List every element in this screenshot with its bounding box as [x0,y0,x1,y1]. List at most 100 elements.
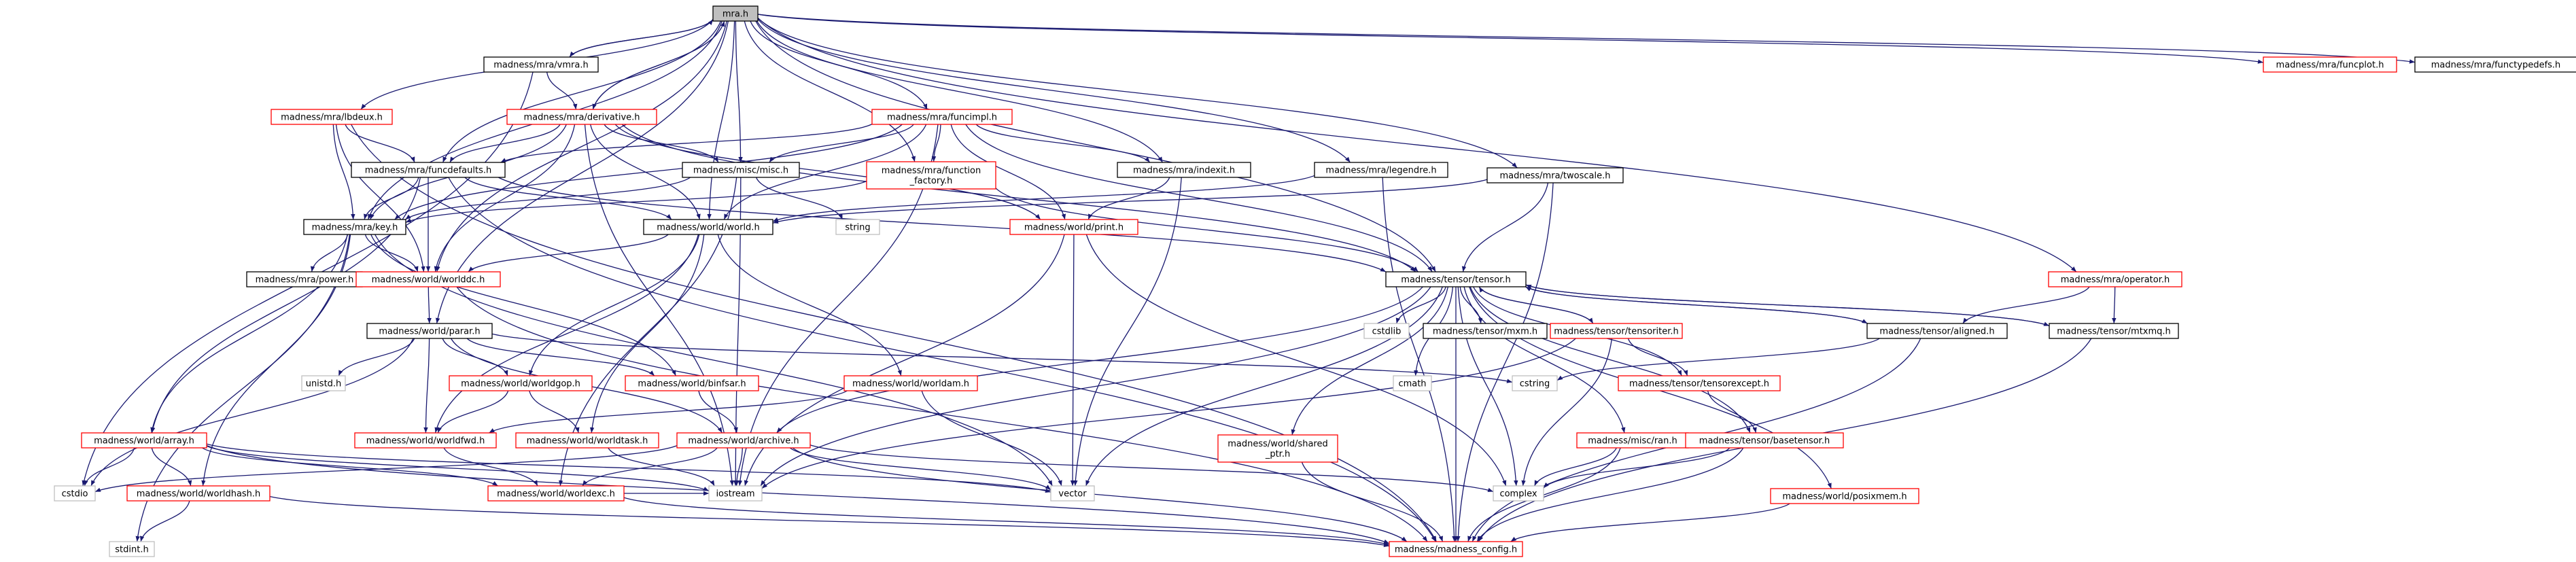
edge-archive-to-vector [789,447,1051,491]
node-complex: complex [1493,485,1544,502]
node-config[interactable]: madness/madness_config.h [1389,541,1523,557]
node-derivative-label: madness/mra/derivative.h [523,113,640,123]
edge-key-to-array [150,234,348,434]
node-basetensor-label: madness/tensor/basetensor.h [1699,436,1830,446]
node-twoscale-box [1486,167,1624,183]
node-worldam[interactable]: madness/world/worldam.h [843,375,978,391]
node-unistd-box [301,375,346,391]
node-aligned[interactable]: madness/tensor/aligned.h [1866,323,2008,339]
node-operator[interactable]: madness/mra/operator.h [2048,271,2182,287]
edge-posixmem-to-config [1510,503,1790,542]
node-functypedefs[interactable]: madness/mra/functypedefs.h [2414,56,2576,73]
node-tensoriter-box [1550,323,1683,339]
node-parar[interactable]: madness/world/parar.h [366,323,493,339]
edge-world-to-worlddc [468,234,669,273]
node-mra-label: mra.h [723,10,748,20]
node-miscmisc[interactable]: madness/misc/misc.h [682,162,800,178]
node-worldexc[interactable]: madness/world/worldexc.h [487,485,625,502]
node-twoscale[interactable]: madness/mra/twoscale.h [1486,167,1624,183]
node-sharedptr[interactable]: madness/world/shared_ptr.h [1217,434,1338,463]
node-stdint-label: stdint.h [115,545,148,555]
node-key[interactable]: madness/mra/key.h [303,219,406,235]
node-string: string [835,219,880,235]
node-tensorexcept[interactable]: madness/tensor/tensorexcept.h [1618,375,1781,391]
node-print[interactable]: madness/world/print.h [1009,219,1138,235]
node-iostream-label: iostream [716,489,754,499]
node-worldfwd[interactable]: madness/world/worldfwd.h [354,432,497,449]
edge-mra-to-world [707,20,735,220]
edge-aligned-to-cstring [1556,338,1880,381]
edge-tensor-to-ran [1463,286,1626,434]
node-lbdeux-box [271,109,393,125]
node-posixmem[interactable]: madness/world/posixmem.h [1770,488,1919,504]
node-functypedefs-label: madness/mra/functypedefs.h [2431,60,2561,71]
edge-lbdeux-to-worlddc [335,124,425,273]
node-mxm[interactable]: madness/tensor/mxm.h [1423,323,1548,339]
node-derivative[interactable]: madness/mra/derivative.h [506,109,657,125]
node-cmath-box [1393,375,1432,391]
node-cstdio-box [54,485,96,502]
node-array-box [81,432,207,449]
node-mtxmq[interactable]: madness/tensor/mtxmq.h [2049,323,2179,339]
node-worlddc[interactable]: madness/world/worlddc.h [355,271,501,287]
edge-archive-to-cstdio [94,445,678,493]
node-tensor-label: madness/tensor/tensor.h [1401,275,1510,285]
edge-tensor-to-sharedptr [1291,286,1449,436]
edge-ran-to-complex [1534,447,1617,487]
node-lbdeux[interactable]: madness/mra/lbdeux.h [271,109,393,125]
node-array[interactable]: madness/world/array.h [81,432,207,449]
node-legendre[interactable]: madness/mra/legendre.h [1314,162,1448,178]
node-funcfactory[interactable]: madness/mra/function_factory.h [866,161,996,190]
node-sharedptr-label-1: _ptr.h [1265,449,1290,459]
node-tensoriter[interactable]: madness/tensor/tensoriter.h [1550,323,1683,339]
node-array-label: madness/world/array.h [94,436,194,446]
edge-key-to-stdint [135,234,351,542]
node-worldtask[interactable]: madness/world/worldtask.h [515,432,659,449]
node-worldhash[interactable]: madness/world/worldhash.h [126,485,271,502]
node-indexit[interactable]: madness/mra/indexit.h [1117,162,1251,178]
node-funcimpl[interactable]: madness/mra/funcimpl.h [871,109,1013,125]
edge-mra-to-indexit [756,20,1163,163]
node-miscmisc-label: madness/misc/misc.h [693,166,788,176]
node-mxm-box [1423,323,1548,339]
node-cstring-box [1512,375,1558,391]
edge-parar-to-cstdio [90,338,414,487]
edge-funcimpl-to-key [394,124,903,220]
node-power[interactable]: madness/mra/power.h [246,271,363,287]
node-basetensor[interactable]: madness/tensor/basetensor.h [1685,432,1844,449]
node-worldgop[interactable]: madness/world/worldgop.h [449,375,593,391]
node-funcdefaults[interactable]: madness/mra/funcdefaults.h [351,162,506,178]
edge-funcfactory-to-tensor [995,188,1418,273]
node-mxm-label: madness/tensor/mxm.h [1433,327,1537,337]
node-world-label: madness/world/world.h [657,223,759,233]
node-basetensor-box [1685,432,1844,449]
node-config-box [1389,541,1523,557]
node-worldexc-label: madness/world/worldexc.h [497,489,615,499]
node-mra[interactable]: mra.h [712,5,759,22]
edge-worldhash-to-config [269,496,1390,548]
node-vmra[interactable]: madness/mra/vmra.h [483,56,599,73]
edge-archive-to-iostream [734,447,743,487]
edge-funcimpl-to-funcdefaults [500,124,873,163]
edge-tensor-to-mxm [1459,286,1483,324]
edge-worlddc-to-config [456,286,1428,542]
edge-mtxmq-to-tensor [1525,284,2050,327]
node-archive-label: madness/world/archive.h [688,436,799,446]
node-mtxmq-label: madness/tensor/mtxmq.h [2057,327,2171,337]
node-tensor[interactable]: madness/tensor/tensor.h [1385,271,1527,287]
edge-funcdefaults-to-array [151,177,421,434]
node-archive[interactable]: madness/world/archive.h [676,432,811,449]
node-key-box [303,219,406,235]
edge-world-to-worldtask [589,234,705,434]
node-worldam-box [843,375,978,391]
edge-parar-to-cstring [491,333,1513,383]
node-worldgop-box [449,375,593,391]
node-world-box [643,219,773,235]
node-world[interactable]: madness/world/world.h [643,219,773,235]
node-funcfactory-label-0: madness/mra/function [882,166,981,176]
node-binfsar[interactable]: madness/world/binfsar.h [625,375,759,391]
edge-world-to-worldam [717,234,902,376]
node-funcplot[interactable]: madness/mra/funcplot.h [2263,56,2397,73]
node-ran[interactable]: madness/misc/ran.h [1576,432,1689,449]
edge-funcdefaults-to-world [464,177,672,220]
